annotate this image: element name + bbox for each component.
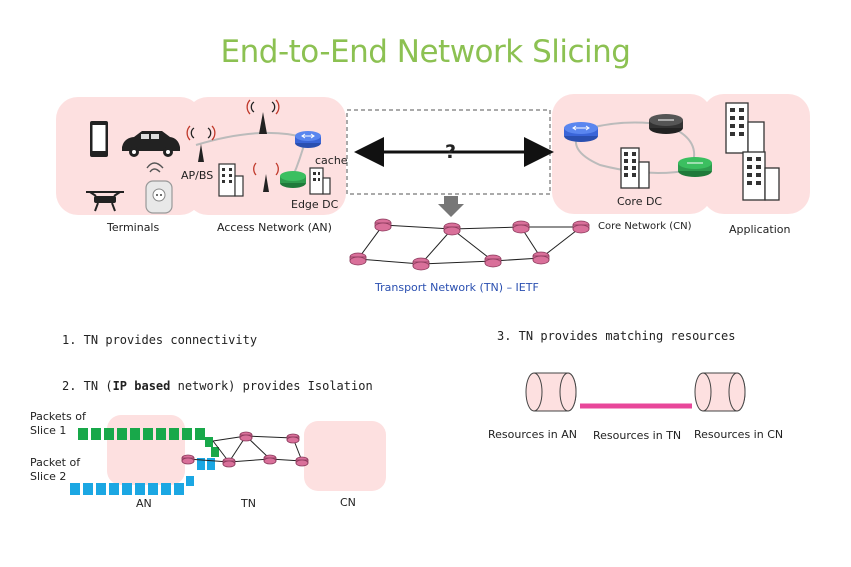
transport-nodes bbox=[349, 218, 590, 271]
resources-cn-cylinder bbox=[694, 372, 746, 412]
tower-icon bbox=[246, 99, 280, 134]
page-title: End-to-End Network Slicing bbox=[220, 34, 631, 70]
building-icon bbox=[742, 151, 780, 201]
router-icon bbox=[295, 131, 321, 148]
smart-plug-icon bbox=[145, 162, 173, 214]
building-icon bbox=[725, 102, 765, 154]
building-icon bbox=[309, 167, 331, 195]
point-2: 2. TN (IP based network) provides Isolat… bbox=[62, 379, 373, 393]
building-icon bbox=[218, 163, 244, 197]
an-label: AN bbox=[136, 497, 152, 510]
point-3: 3. TN provides matching resources bbox=[497, 329, 736, 343]
phone-icon bbox=[90, 121, 108, 157]
tn-mini-nodes bbox=[181, 431, 309, 468]
slice2-packets bbox=[70, 458, 215, 495]
core-dc-label: Core DC bbox=[617, 195, 663, 208]
down-arrow-icon bbox=[438, 196, 464, 217]
an-zone bbox=[107, 415, 185, 485]
tower-icon bbox=[186, 125, 216, 162]
resources-an-label: Resources in AN bbox=[488, 428, 577, 441]
router-icon bbox=[564, 122, 598, 142]
slice1-packets bbox=[78, 428, 219, 457]
cn-label: CN bbox=[340, 496, 356, 509]
transport-network-label: Transport Network (TN) – IETF bbox=[375, 281, 539, 294]
router-icon bbox=[280, 171, 306, 188]
question-mark: ? bbox=[445, 141, 457, 163]
point-1: 1. TN provides connectivity bbox=[62, 333, 258, 347]
resources-an-cylinder bbox=[525, 372, 577, 412]
resources-tn-label: Resources in TN bbox=[593, 429, 682, 442]
terminals-zone bbox=[56, 97, 202, 215]
ap-bs-label: AP/BS bbox=[181, 169, 214, 182]
core-network-label: Core Network (CN) bbox=[598, 221, 692, 232]
tower-icon bbox=[253, 162, 279, 192]
application-label: Application bbox=[729, 223, 791, 236]
router-icon bbox=[678, 157, 712, 177]
router-icon bbox=[649, 114, 683, 134]
cache-label: cache bbox=[315, 154, 348, 167]
tn-label: TN bbox=[241, 497, 256, 510]
terminals-label: Terminals bbox=[107, 221, 160, 234]
cn-zone bbox=[304, 421, 386, 491]
car-icon bbox=[122, 131, 180, 157]
building-icon bbox=[620, 147, 650, 189]
resources-cn-label: Resources in CN bbox=[694, 428, 784, 441]
access-network-label: Access Network (AN) bbox=[217, 221, 332, 234]
edge-dc-label: Edge DC bbox=[291, 198, 339, 211]
drone-icon bbox=[86, 191, 124, 212]
